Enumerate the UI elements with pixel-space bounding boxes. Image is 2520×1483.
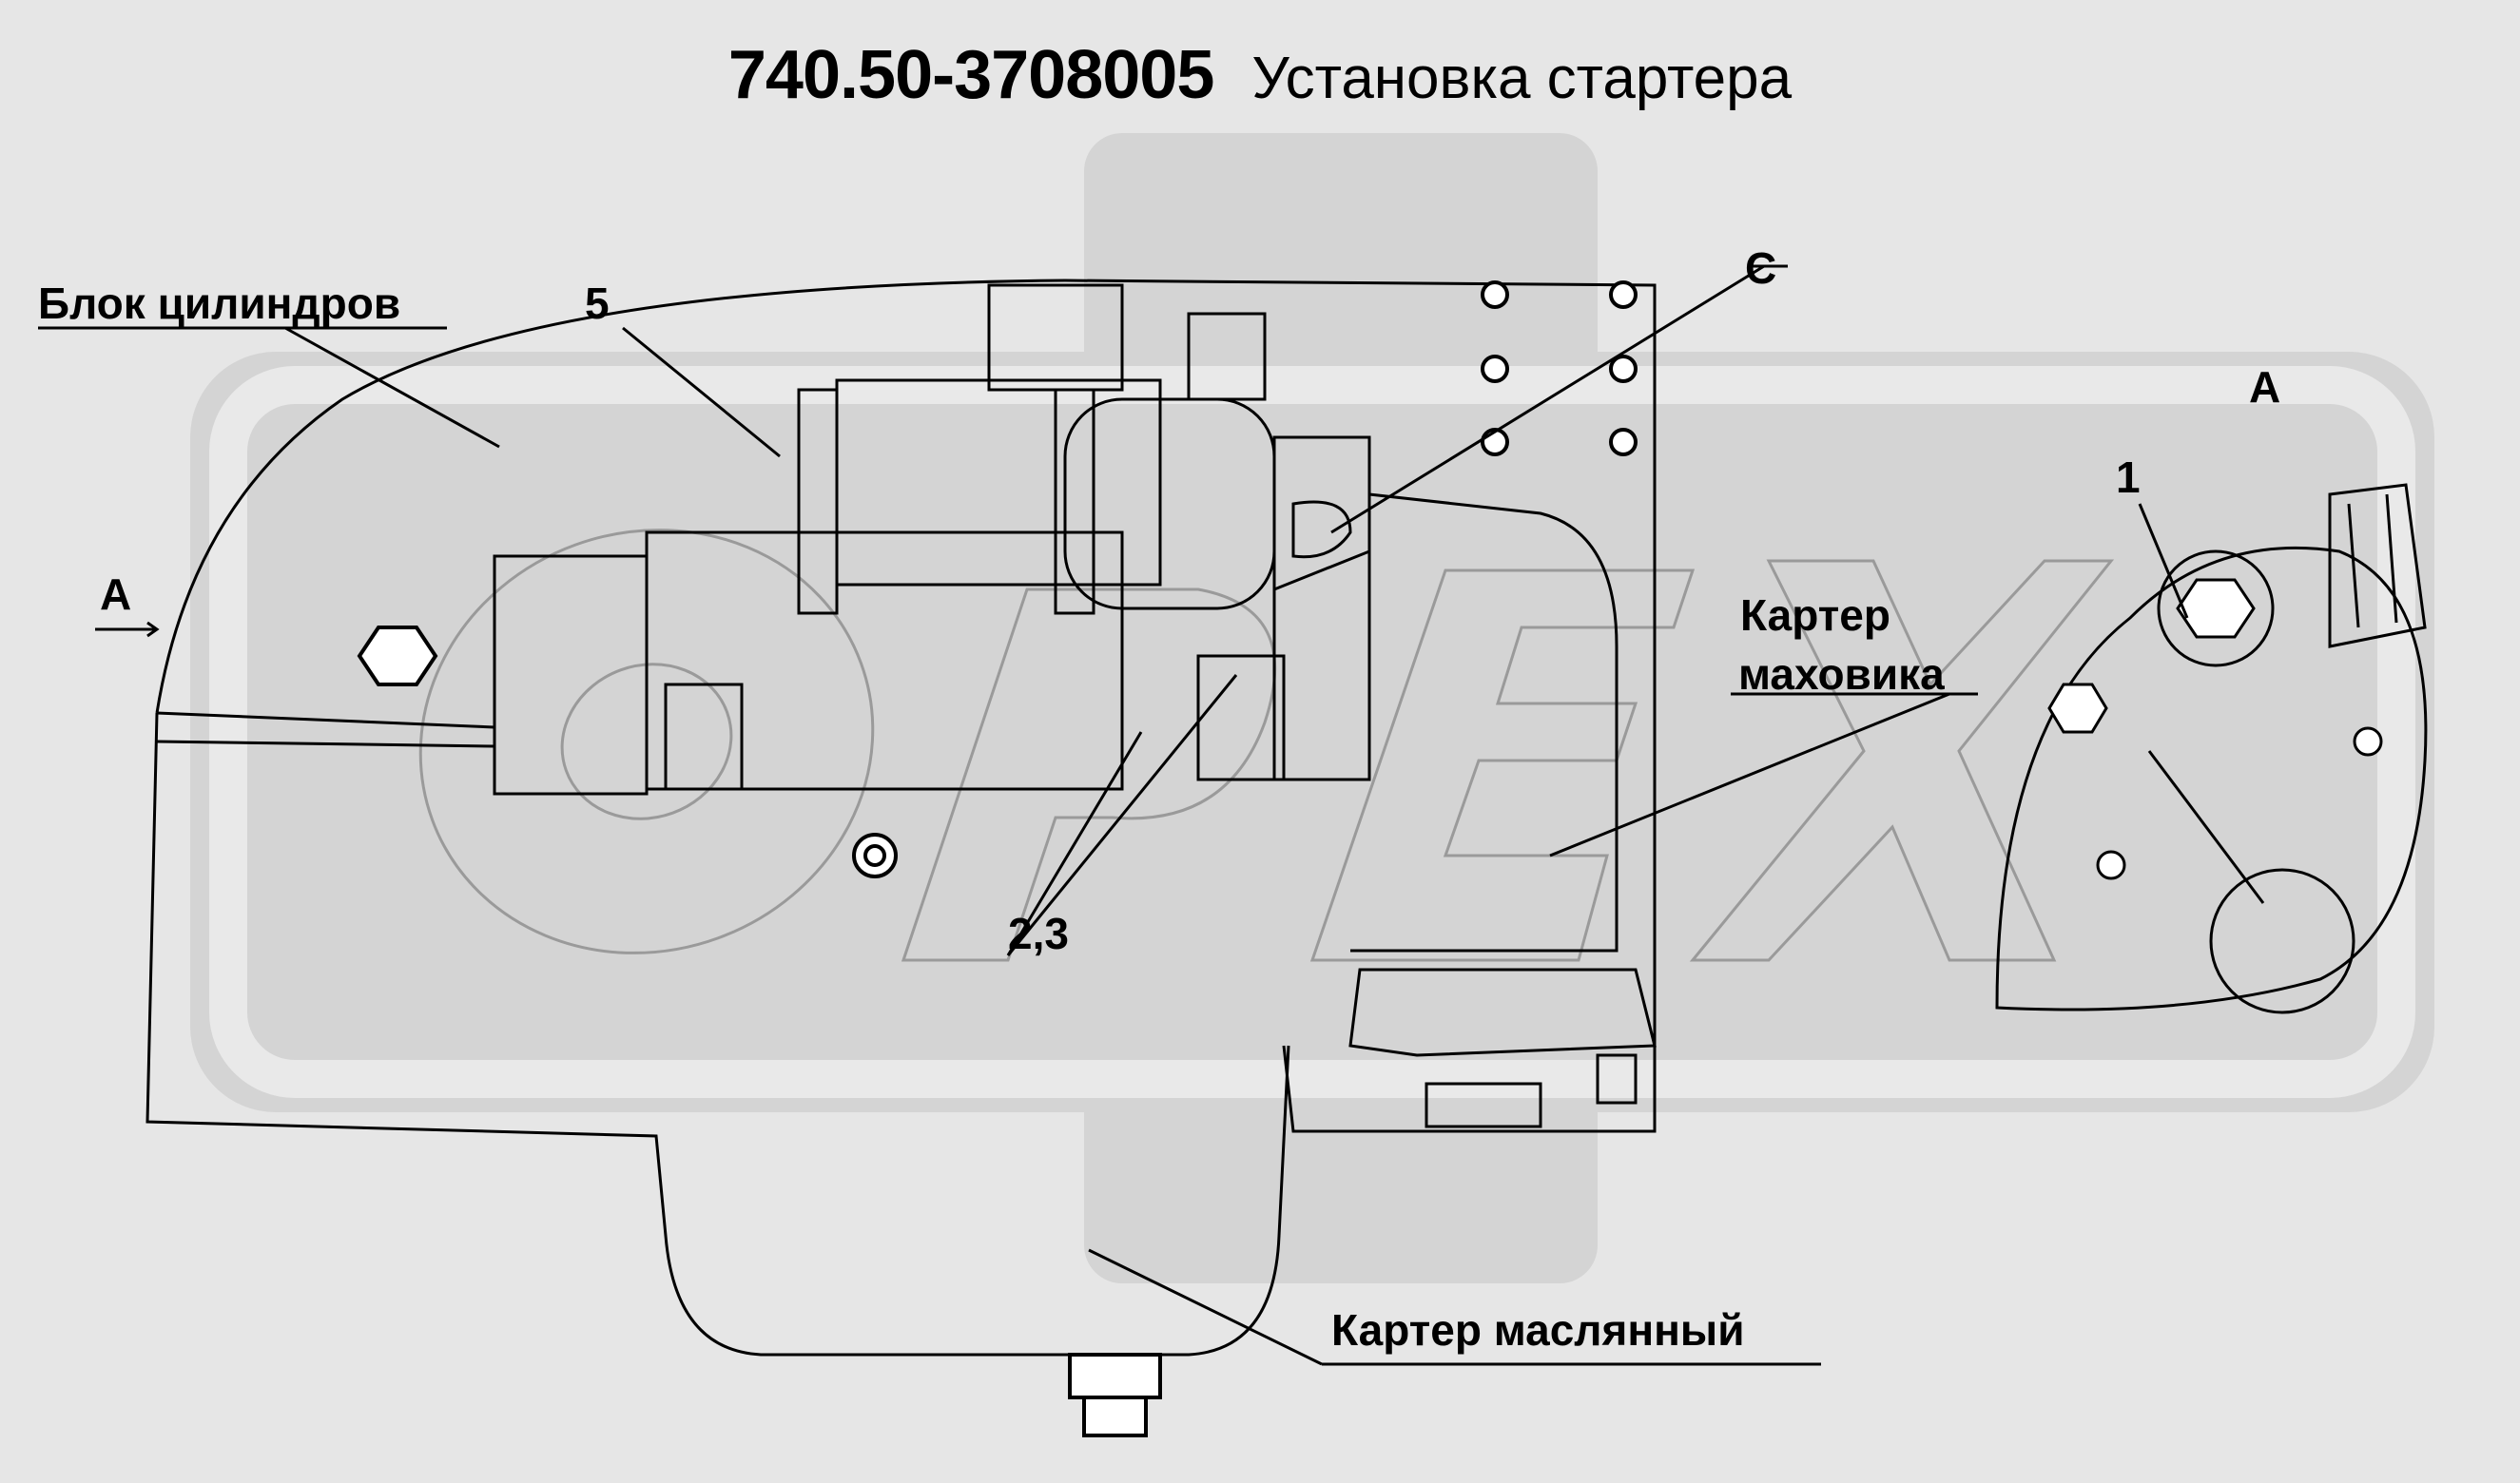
label-flywheel-housing-2: маховика: [1738, 649, 1945, 699]
flywheel-housing: [987, 283, 1657, 1128]
label-cylinder-block: Блок цилиндров: [38, 279, 401, 328]
block-bolts: [357, 280, 1638, 1437]
label-item-5: 5: [585, 279, 610, 328]
label-item-2-3: 2,3: [1008, 909, 1069, 958]
watermark-letters: [418, 529, 2115, 962]
view-a-detail: [1995, 483, 2428, 1014]
leader-lines: [38, 264, 2189, 1366]
label-view-a-right: А: [2249, 362, 2281, 412]
label-item-c: С: [1745, 243, 1777, 293]
label-view-a-left: А: [100, 569, 132, 619]
label-oil-pan: Картер маслянный: [1331, 1305, 1745, 1355]
watermark-frame: [209, 366, 2415, 1098]
engine-outline: [145, 279, 1657, 1357]
label-item-1: 1: [2116, 453, 2141, 502]
label-flywheel-housing-1: Картер: [1740, 590, 1890, 640]
